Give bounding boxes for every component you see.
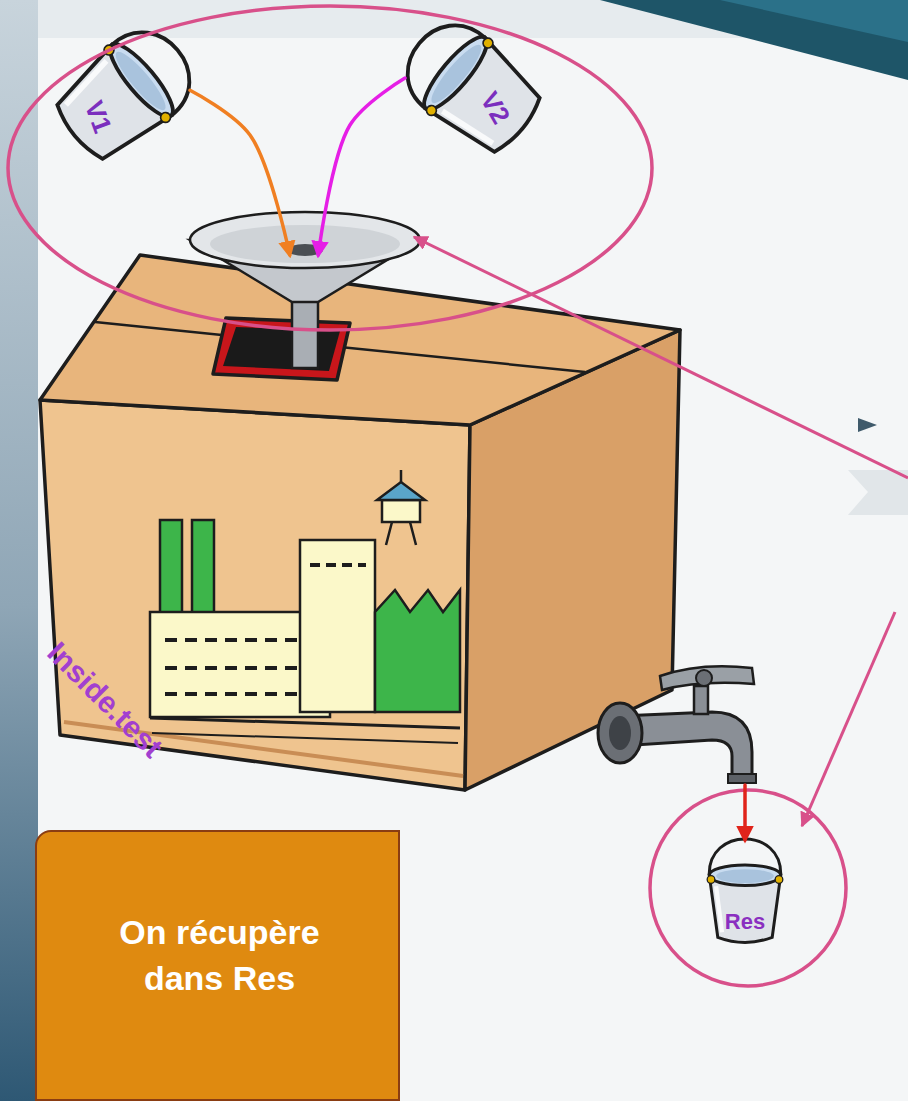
highlight-circle xyxy=(650,790,846,986)
factory-windows xyxy=(165,666,318,670)
tap-knob xyxy=(696,670,712,686)
water-tower-legs xyxy=(386,522,416,545)
bucket-node: Res xyxy=(690,840,800,945)
factory-windows xyxy=(165,638,318,642)
box-opening-hole xyxy=(223,327,340,371)
funnel-hole xyxy=(287,244,323,256)
factory-tower-block xyxy=(300,540,375,712)
bucket-node: V2 xyxy=(405,20,555,165)
chimney xyxy=(192,520,214,620)
cardboard-box: Inside.test xyxy=(40,255,790,785)
tap-drawing xyxy=(598,666,756,783)
tap-spout xyxy=(728,774,756,783)
bucket-rivet xyxy=(102,43,116,57)
bucket-rim xyxy=(709,865,780,885)
bucket-drawing xyxy=(388,6,554,167)
chimney xyxy=(160,520,182,620)
factory-building xyxy=(150,612,330,717)
node-outline xyxy=(40,255,790,785)
bucket-rivet xyxy=(159,111,173,125)
flow-arrow xyxy=(318,78,405,255)
flow-arrow xyxy=(743,785,747,840)
water-tower-roof xyxy=(377,482,425,500)
bucket-rivet xyxy=(707,876,715,884)
funnel-cone xyxy=(190,240,420,302)
factory-base xyxy=(152,733,458,743)
water-tower-tank xyxy=(382,500,420,522)
bucket-rivet xyxy=(481,36,495,50)
factory-base xyxy=(150,718,460,728)
factory-windows xyxy=(165,692,318,696)
bucket-inside xyxy=(716,869,774,883)
tap-pipe xyxy=(620,712,752,778)
flow-arrow xyxy=(190,90,290,255)
highlight-ellipse xyxy=(8,6,652,330)
box-top-face xyxy=(40,255,680,425)
tap-flange xyxy=(598,703,642,763)
leader-line xyxy=(802,612,895,826)
box-front-face xyxy=(40,400,470,790)
slide-panel xyxy=(38,38,908,1101)
funnel-mouth xyxy=(190,212,420,268)
node-outline xyxy=(405,20,555,165)
sawtooth-building xyxy=(375,590,460,712)
tap-flange-inner xyxy=(609,716,631,750)
funnel-drawing xyxy=(190,212,420,368)
bucket-inside xyxy=(110,47,172,116)
bucket-drawing xyxy=(707,839,783,942)
callout-text: On récupère dans Res xyxy=(92,910,347,1002)
leader-line xyxy=(414,237,908,478)
faded-chevron xyxy=(848,470,908,515)
bucket-shine xyxy=(716,886,722,932)
corner-band xyxy=(600,0,908,80)
callout-box: On récupère dans Res xyxy=(35,830,400,1101)
node-outline xyxy=(40,25,190,170)
bucket-node: V1 xyxy=(40,25,190,170)
tap-handle xyxy=(660,666,754,690)
corner-band xyxy=(720,0,908,42)
box-drawing xyxy=(40,255,680,790)
funnel-inside xyxy=(210,225,400,263)
bucket-rim xyxy=(102,36,182,124)
left-strip xyxy=(0,0,38,1101)
factory-drawing xyxy=(150,470,460,743)
node-label: Res xyxy=(725,909,765,935)
factory-windows xyxy=(310,563,366,567)
box-opening xyxy=(213,318,350,380)
bullet-triangle xyxy=(858,418,877,432)
bucket-rivet xyxy=(424,104,438,118)
bucket-rivet xyxy=(775,876,783,884)
tap-stem xyxy=(694,686,708,714)
funnel-stem xyxy=(292,298,318,368)
water-tower-pole xyxy=(400,470,403,482)
bucket-drawing xyxy=(43,13,209,174)
